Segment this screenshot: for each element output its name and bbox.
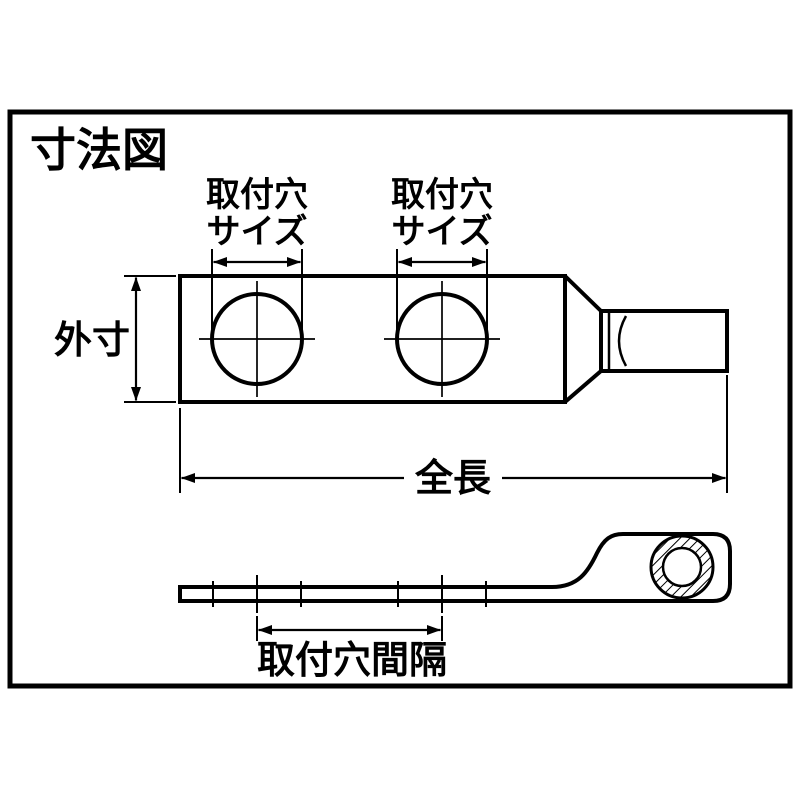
hole-center-marks: [256, 575, 443, 613]
side-view: [178, 532, 732, 613]
hole-edge-marks: [212, 581, 487, 607]
top-view: [178, 274, 729, 404]
hole2-size-dimension: [396, 249, 488, 330]
outer-dimension-label: 外寸: [54, 318, 130, 362]
hole2-size-label-line2: サイズ: [392, 212, 493, 252]
cross-section-hatch: [651, 536, 713, 598]
barrel-outline: [599, 309, 729, 373]
hole1-size-label-line1: 取付穴: [206, 175, 308, 215]
taper-top-line: [563, 274, 603, 313]
overall-length-dimension: [179, 375, 728, 496]
bore-chamfer-curve: [617, 315, 628, 367]
hole1-crosshair: [199, 281, 315, 397]
outer-dimension: [124, 275, 176, 403]
hole1-size-dimension: [211, 249, 303, 330]
label-backing: [404, 452, 502, 496]
bore-circle: [661, 546, 703, 588]
cross-section-outer-circle: [649, 534, 715, 600]
overall-length-label: 全長: [414, 456, 492, 500]
hole2-crosshair: [384, 281, 500, 397]
side-view-outline: [178, 532, 732, 603]
diagram-title: 寸法図: [30, 123, 168, 177]
hole1-size-label-line2: サイズ: [207, 212, 308, 252]
hole-spacing-label: 取付穴間隔: [257, 638, 447, 682]
hole-spacing-dimension: [256, 616, 443, 641]
hole2-size-label-line1: 取付穴: [391, 175, 493, 215]
taper-bottom-line: [563, 369, 603, 404]
